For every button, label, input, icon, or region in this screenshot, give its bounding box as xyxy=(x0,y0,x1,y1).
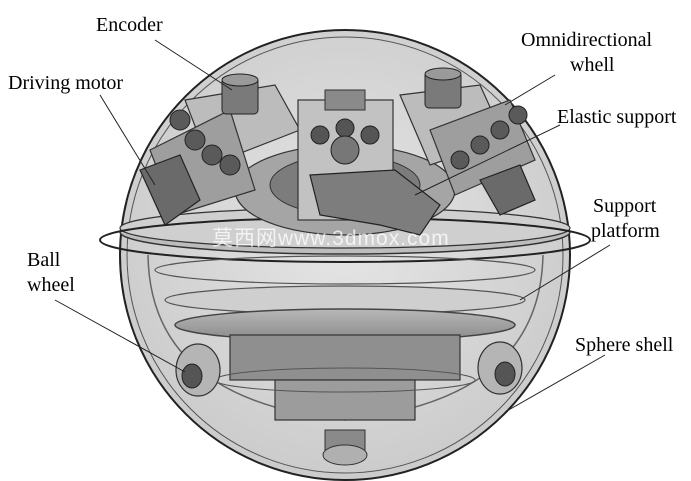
leader-driving-motor xyxy=(99,94,156,186)
label-driving-motor: Driving motor xyxy=(8,72,123,94)
leader-omni-wheel xyxy=(504,74,556,106)
ball-wheel-right xyxy=(477,341,523,395)
bottom-ball-wheel xyxy=(322,429,368,466)
label-omnidirectional: Omnidirectional xyxy=(521,29,653,51)
driving-motor-right xyxy=(479,164,536,216)
label-whell: whell xyxy=(570,54,615,76)
encoder-left xyxy=(221,73,259,115)
leader-sphere-shell xyxy=(504,354,606,413)
elastic-support xyxy=(309,169,441,236)
battery-block xyxy=(214,334,476,421)
watermark-text: 莫西网www.3dmox.com xyxy=(212,227,450,250)
label-sphere-shell: Sphere shell xyxy=(575,334,674,356)
label-support: Support xyxy=(593,195,657,217)
label-elastic-support: Elastic support xyxy=(557,106,677,128)
encoder-right xyxy=(424,67,462,109)
label-encoder: Encoder xyxy=(96,14,163,36)
label-wheel: wheel xyxy=(27,274,75,296)
ball-wheel-left xyxy=(175,343,221,397)
driving-motor-left xyxy=(139,154,201,226)
leader-support-platform xyxy=(519,244,611,301)
leader-lines xyxy=(54,39,611,413)
label-ball: Ball xyxy=(27,249,61,271)
leader-encoder xyxy=(154,39,233,91)
label-platform: platform xyxy=(591,220,660,242)
leader-ball-wheel xyxy=(54,299,186,373)
leader-elastic-support xyxy=(414,124,561,196)
